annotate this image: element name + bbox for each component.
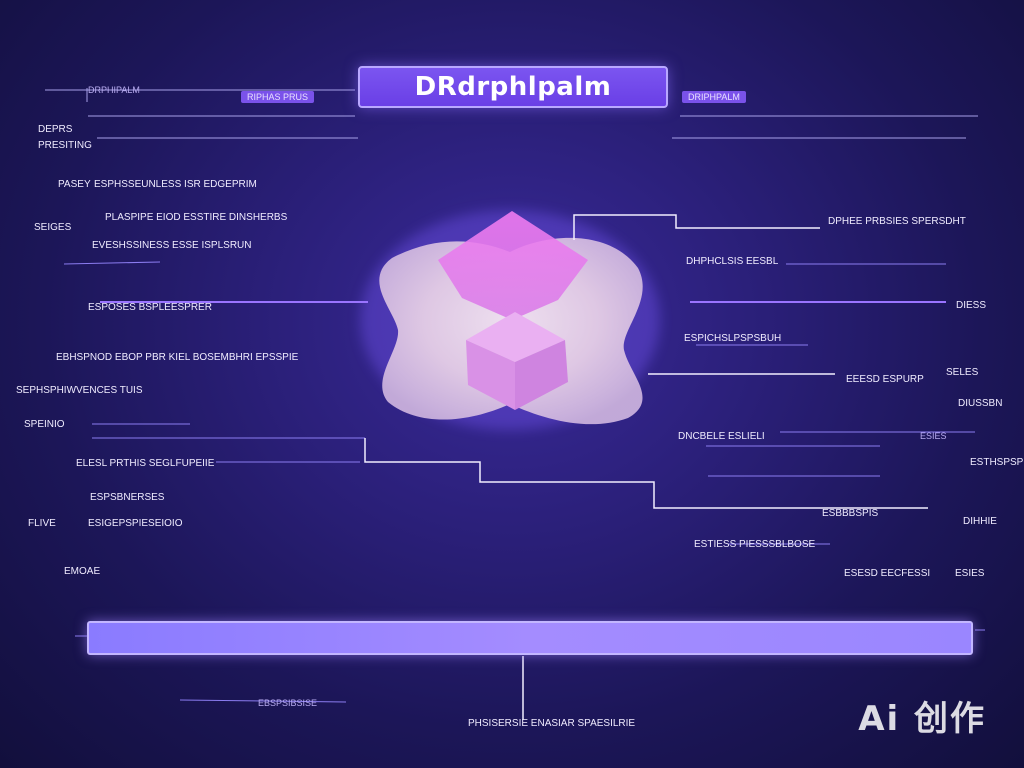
right-label: ESBBBSPIS [822, 508, 879, 519]
center-cube-left-face [466, 340, 515, 410]
left-label: SPEINIO [24, 419, 65, 430]
header-tag-right: DRIPHPALM [682, 91, 746, 103]
right-label: ESPICHSLPSPSBUH [684, 333, 782, 344]
left-label: PLASPIPE EIOD ESSTIRE DINSHERBS [105, 212, 288, 223]
bottom-bar[interactable] [87, 621, 973, 655]
left-label: ELESL PRTHIS SEGLFUPEIIE [76, 458, 215, 469]
bottom-label: PHSISERSIE ENASIAR SPAESILRIE [468, 718, 636, 729]
right-label: DIHHIE [963, 516, 997, 527]
left-label: ESIGEPSPIESEIOIO [88, 518, 183, 529]
header-rules [45, 88, 978, 139]
bracket-lines [364, 214, 928, 720]
watermark: Ai 创作 [858, 699, 986, 739]
title-box[interactable]: DRdrphlpalm [358, 66, 668, 108]
left-label: PASEY [58, 179, 91, 190]
center-cube-right-face [515, 340, 568, 410]
left-label: FLIVE [28, 518, 56, 529]
left-label: PRESITING [38, 140, 92, 151]
right-label: ESESD EECFESSI [844, 568, 931, 579]
right-label: DHPHCLSIS EESBL [686, 256, 779, 267]
header-left-caption: DRPHIPALM [88, 85, 140, 95]
right-label: EEESD ESPURP [846, 374, 924, 385]
right-label: ESIES [920, 431, 947, 441]
header-tag-left: RIPHAS PRUS [241, 91, 315, 103]
right-label: ESTHSPSPIR [970, 457, 1024, 468]
right-label: DNCBELE ESLIELI [678, 431, 765, 442]
right-label: SELES [946, 367, 979, 378]
left-label: SEIGES [34, 222, 72, 233]
left-label: SEPHSPHIWVENCES TUIS [16, 385, 143, 396]
left-label: EVESHSSINESS ESSE ISPLSRUN [92, 240, 252, 251]
right-label: DPHEE PRBSIES SPERSDHT [828, 216, 966, 227]
left-label: EBHSPNOD EBOP PBR KIEL BOSEMBHRI EPSSPIE [56, 352, 299, 363]
right-label: DIUSSBN [958, 398, 1003, 409]
right-label: DIESS [956, 300, 987, 311]
right-label: ESTIESS PIESSSBLBOSE [694, 539, 816, 550]
bottom-label: EBSPSIBSISE [258, 698, 318, 708]
page-title: DRdrphlpalm [414, 72, 612, 102]
center-cube-top-face [466, 312, 565, 362]
right-leaders [75, 263, 985, 703]
center-prism-top [438, 211, 588, 320]
left-label: ESPSBNERSES [90, 492, 165, 503]
left-leaders [63, 261, 368, 463]
left-label: EMOAE [64, 566, 101, 577]
left-label: ESPHSSEUNLESS ISR EDGEPRIM [94, 179, 257, 190]
right-label: ESIES [955, 568, 985, 579]
left-label: DEPRS [38, 124, 73, 135]
left-label: ESPOSES BSPLEESPRER [88, 302, 212, 313]
